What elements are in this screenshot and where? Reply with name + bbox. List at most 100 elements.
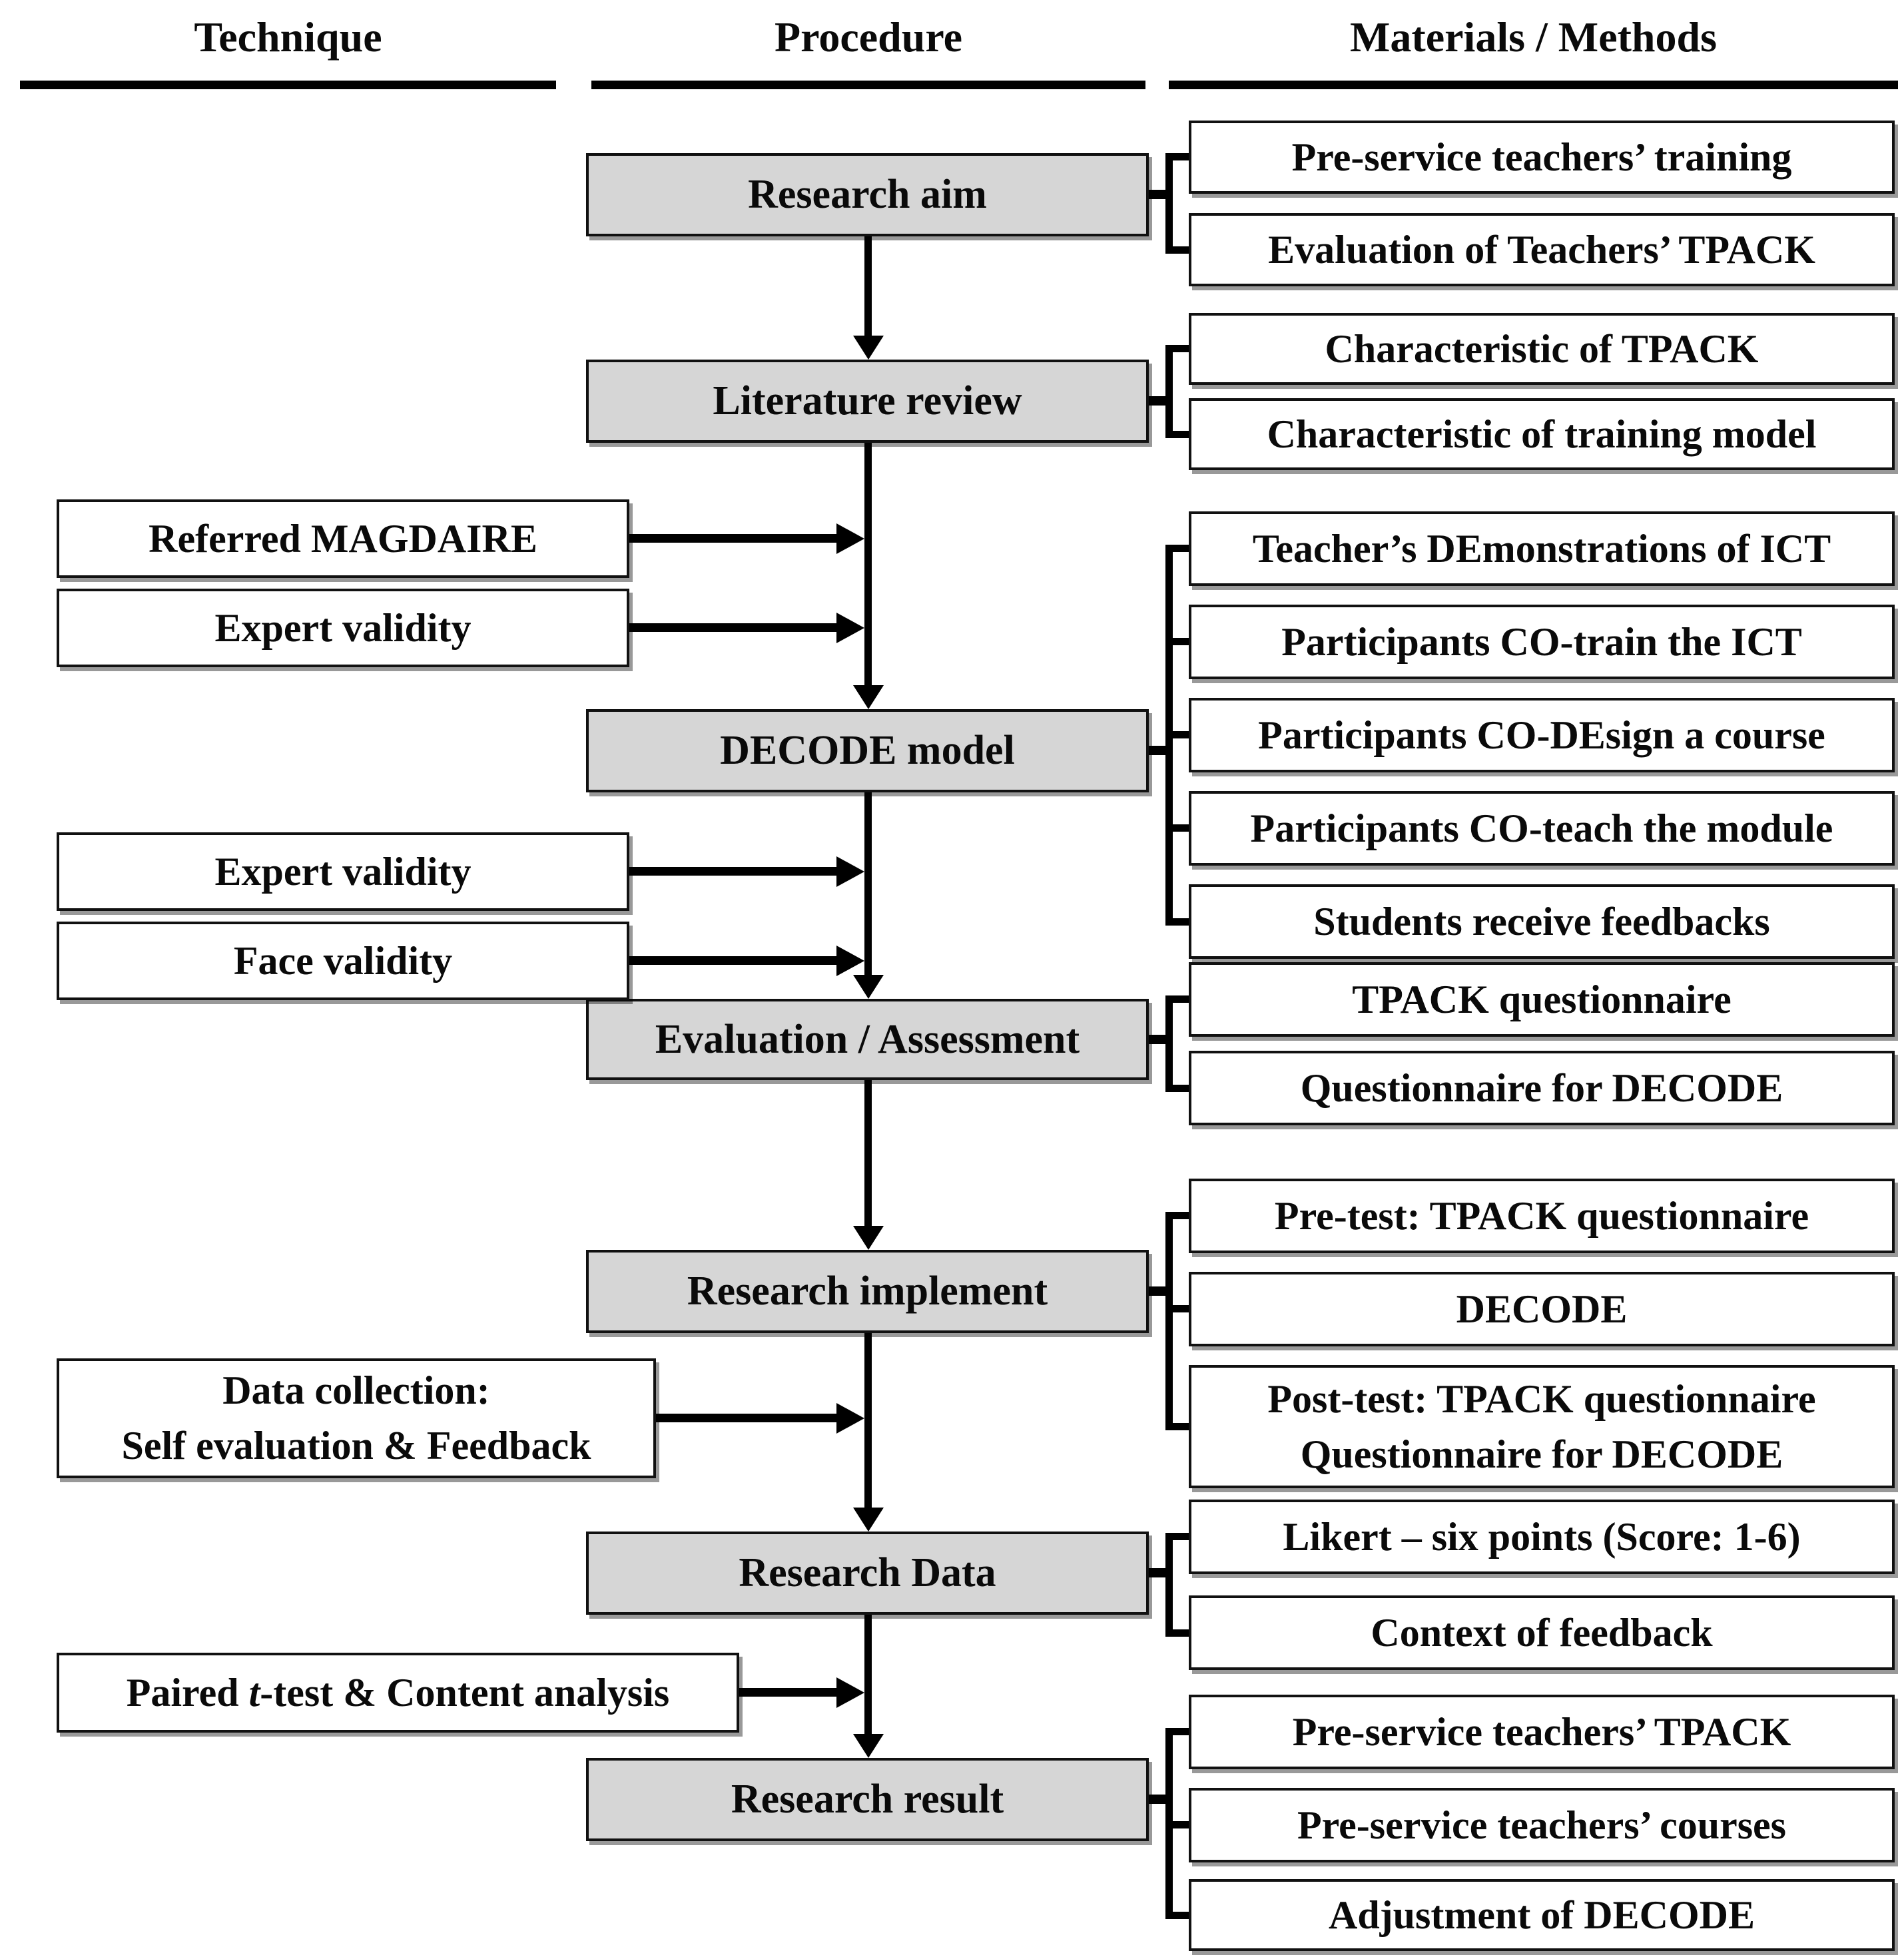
technique-box-label-line1: Data collection: <box>222 1368 490 1413</box>
right-arrowhead <box>836 523 864 554</box>
procedure-step-label: Research implement <box>687 1268 1048 1314</box>
procedure-step-research-data: Research Data <box>586 1532 1149 1615</box>
bracket-stub <box>1165 995 1189 1003</box>
procedure-step-literature-review: Literature review <box>586 360 1149 443</box>
right-arrow-line <box>629 623 838 632</box>
material-box: Characteristic of training model <box>1189 398 1895 470</box>
technique-box-expert-validity-1: Expert validity <box>57 589 629 667</box>
flow-arrow-line <box>864 1080 872 1227</box>
material-box-label: Pre-service teachers’ training <box>1291 135 1792 179</box>
flow-arrow-line <box>864 443 872 687</box>
material-box: Evaluation of Teachers’ TPACK <box>1189 213 1895 286</box>
technique-box-label: Referred MAGDAIRE <box>149 516 537 561</box>
material-box: TPACK questionnaire <box>1189 962 1895 1037</box>
material-box-label: Likert – six points (Score: 1-6) <box>1283 1514 1801 1559</box>
procedure-step-decode-model: DECODE model <box>586 709 1149 792</box>
down-arrowhead <box>853 1734 884 1758</box>
bracket-line <box>1165 345 1173 438</box>
material-box: Pre-service teachers’ training <box>1189 121 1895 194</box>
material-box-label: Evaluation of Teachers’ TPACK <box>1268 227 1815 272</box>
material-box-label: Characteristic of training model <box>1267 412 1817 456</box>
down-arrowhead <box>853 975 884 999</box>
bracket-stub <box>1165 918 1189 926</box>
material-box-label: Participants CO-DEsign a course <box>1258 712 1825 757</box>
material-box: Questionnaire for DECODE <box>1189 1051 1895 1125</box>
right-arrow-line <box>739 1688 838 1697</box>
material-box: Participants CO-train the ICT <box>1189 605 1895 679</box>
material-box: Participants CO-teach the module <box>1189 791 1895 866</box>
procedure-step-label: Evaluation / Assessment <box>655 1016 1080 1062</box>
bracket-line <box>1165 995 1173 1092</box>
material-box-label: Adjustment of DECODE <box>1328 1892 1755 1937</box>
material-box-label: Participants CO-train the ICT <box>1281 619 1802 664</box>
material-box: Students receive feedbacks <box>1189 884 1895 959</box>
material-box: Likert – six points (Score: 1-6) <box>1189 1500 1895 1574</box>
technique-box-label: Expert validity <box>214 849 472 894</box>
right-arrowhead <box>836 613 864 643</box>
right-arrowhead <box>836 1677 864 1708</box>
material-box-label: Pre-service teachers’ courses <box>1297 1803 1787 1847</box>
column-header-technique: Technique <box>194 13 382 61</box>
right-arrow-line <box>629 867 838 876</box>
right-arrow-line <box>629 956 838 965</box>
bracket-line <box>1165 1212 1173 1430</box>
material-box-label: TPACK questionnaire <box>1352 977 1732 1021</box>
bracket-stub <box>1165 1533 1189 1540</box>
technique-box-face-validity: Face validity <box>57 922 629 1000</box>
column-header-procedure: Procedure <box>775 13 962 61</box>
bracket-stub <box>1165 153 1189 160</box>
bracket-stub <box>1165 246 1189 254</box>
material-box: Pre-service teachers’ courses <box>1189 1788 1895 1862</box>
procedure-step-research-implement: Research implement <box>586 1250 1149 1333</box>
material-box-label: Characteristic of TPACK <box>1325 326 1759 371</box>
bracket-stub <box>1165 1212 1189 1219</box>
material-box-label: Context of feedback <box>1371 1610 1713 1655</box>
column-header-materials-methods: Materials / Methods <box>1350 13 1717 61</box>
right-arrowhead <box>836 856 864 887</box>
material-box: Adjustment of DECODE <box>1189 1879 1895 1951</box>
down-arrowhead <box>853 685 884 709</box>
material-box-label-line2: Questionnaire for DECODE <box>1300 1432 1783 1476</box>
right-arrow-line <box>629 534 838 543</box>
material-box: Teacher’s DEmonstrations of ICT <box>1189 511 1895 586</box>
procedure-step-label: DECODE model <box>720 728 1015 773</box>
technique-box-label: Face validity <box>233 938 453 983</box>
technique-box-referred-magdaire: Referred MAGDAIRE <box>57 499 629 578</box>
flow-arrow-line <box>864 792 872 976</box>
right-arrowhead <box>836 1403 864 1434</box>
material-box-label: Participants CO-teach the module <box>1250 806 1833 850</box>
procedure-step-research-result: Research result <box>586 1758 1149 1841</box>
bracket-stub <box>1165 345 1189 352</box>
technique-box-data-collection: Data collection: Self evaluation & Feedb… <box>57 1358 656 1478</box>
bracket-stub <box>1165 824 1189 832</box>
procedure-step-evaluation-assessment: Evaluation / Assessment <box>586 999 1149 1080</box>
material-box-label: DECODE <box>1456 1286 1628 1331</box>
bracket-stub <box>1165 1423 1189 1430</box>
bracket-stub <box>1165 545 1189 552</box>
label-suffix: -test & Content analysis <box>260 1670 670 1715</box>
right-arrow-line <box>656 1414 838 1422</box>
procedure-step-label: Literature review <box>713 378 1022 423</box>
technique-box-label-line2: Self evaluation & Feedback <box>121 1424 591 1468</box>
technique-box-label: Expert validity <box>214 605 472 650</box>
down-arrowhead <box>853 336 884 360</box>
material-box-label: Questionnaire for DECODE <box>1300 1065 1783 1110</box>
bracket-stub <box>1165 731 1189 738</box>
bracket-stub <box>1165 1085 1189 1092</box>
material-box: Characteristic of TPACK <box>1189 313 1895 385</box>
flow-arrow-line <box>864 1615 872 1735</box>
bracket-line <box>1165 153 1173 254</box>
procedure-step-label: Research Data <box>739 1550 996 1595</box>
down-arrowhead <box>853 1508 884 1532</box>
procedure-step-research-aim: Research aim <box>586 153 1149 236</box>
material-box: Pre-test: TPACK questionnaire <box>1189 1179 1895 1253</box>
material-box: Pre-service teachers’ TPACK <box>1189 1695 1895 1769</box>
bracket-line <box>1165 1533 1173 1637</box>
label-italic-t: t <box>248 1670 260 1715</box>
bracket-stub <box>1165 1629 1189 1637</box>
label-prefix: Paired <box>126 1670 249 1715</box>
material-box-label: Teacher’s DEmonstrations of ICT <box>1252 526 1831 571</box>
material-box: DECODE <box>1189 1272 1895 1346</box>
material-box-label-line1: Post-test: TPACK questionnaire <box>1267 1376 1816 1421</box>
